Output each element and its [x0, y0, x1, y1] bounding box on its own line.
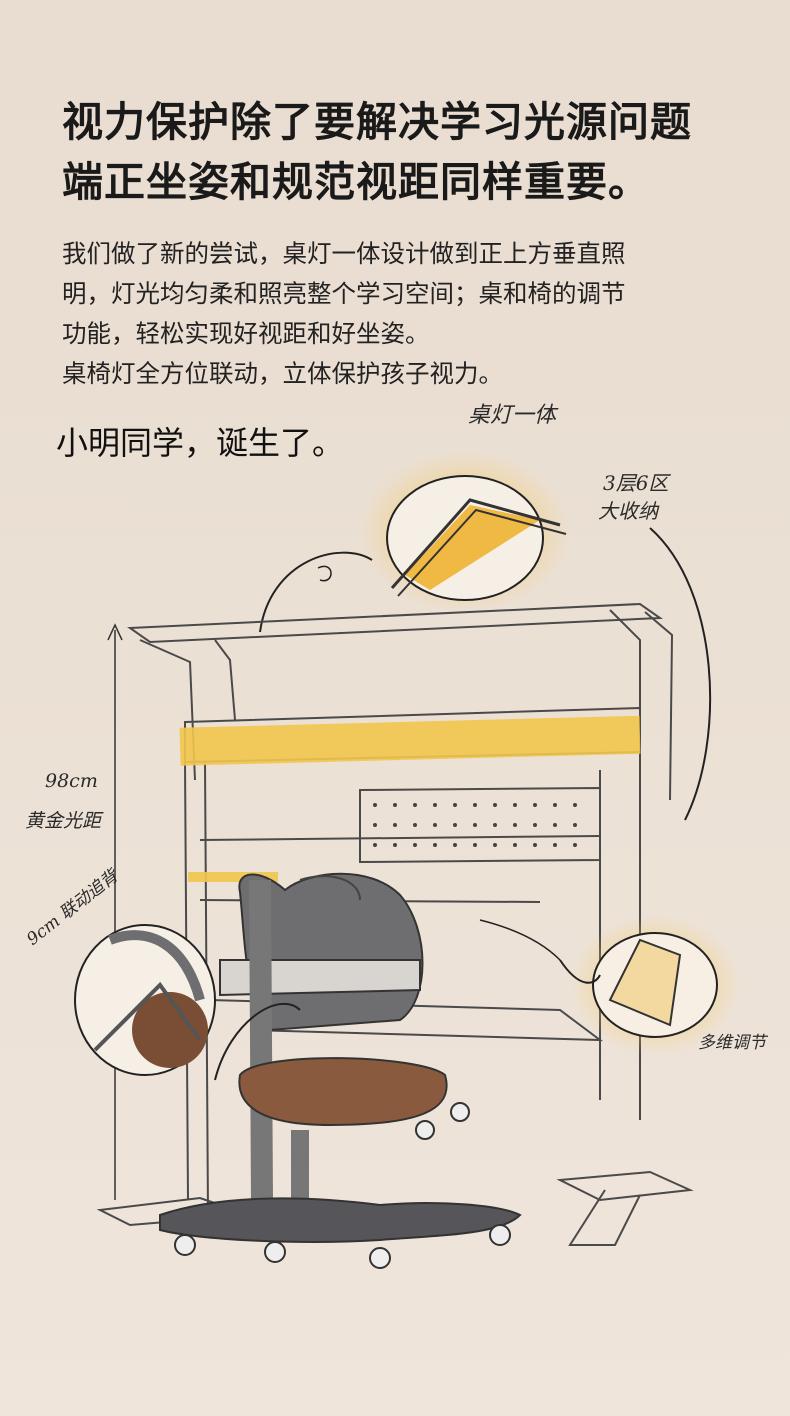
height-label-note: 黄金光距	[25, 810, 102, 832]
height-measure	[107, 623, 123, 1200]
small-shelf	[188, 872, 278, 882]
book-stand-detail-callout	[479, 915, 740, 1055]
headline-line-1: 视力保护除了要解决学习光源问题	[62, 98, 692, 146]
desk-lamp-note: 桌灯一体	[468, 403, 557, 428]
backrest-detail-callout	[74, 924, 301, 1081]
height-value-note: 98cm	[45, 770, 98, 792]
intro-line-2: 明，灯光均匀柔和照亮整个学习空间；桌和椅的调节	[62, 279, 626, 308]
headline-line-2: 端正坐姿和规范视距同样重要。	[62, 158, 650, 206]
storage-arrow	[649, 527, 712, 821]
product-subtitle: 小明同学，诞生了。	[56, 424, 345, 462]
intro-line-1: 我们做了新的尝试，桌灯一体设计做到正上方垂直照	[62, 239, 626, 268]
book-stand-note: 多维调节	[698, 1033, 766, 1053]
lamp-detail-callout	[259, 452, 570, 633]
chair	[159, 872, 522, 1269]
intro-line-3: 功能，轻松实现好视距和好坐姿。	[62, 319, 430, 348]
storage-note-line-1: 3层6区	[603, 471, 669, 495]
intro-line-4: 桌椅灯全方位联动，立体保护孩子视力。	[62, 359, 503, 388]
headline: 视力保护除了要解决学习光源问题 端正坐姿和规范视距同样重要。	[62, 92, 762, 212]
intro-paragraph: 我们做了新的尝试，桌灯一体设计做到正上方垂直照 明，灯光均匀柔和照亮整个学习空间…	[62, 234, 752, 394]
lamp-bar	[179, 715, 641, 766]
pegboard	[373, 803, 577, 847]
storage-note-line-2: 大收纳	[598, 499, 658, 523]
